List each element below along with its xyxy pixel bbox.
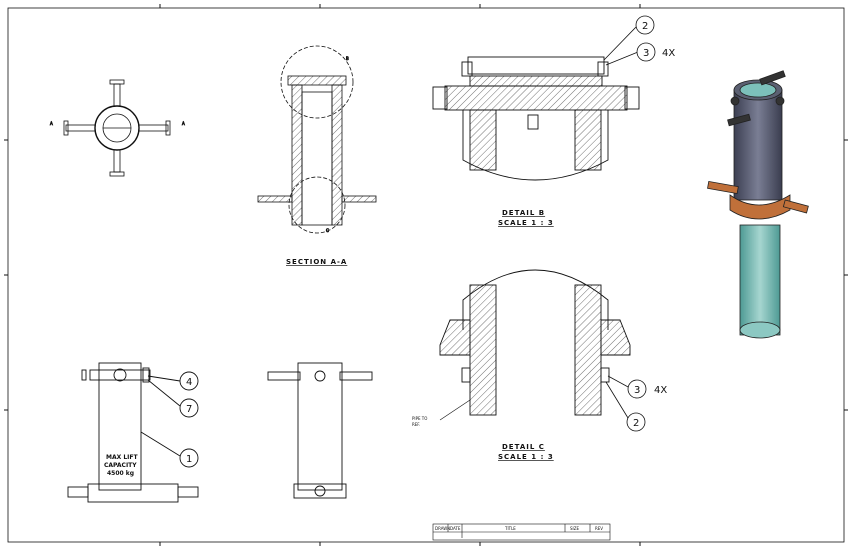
title-block xyxy=(432,523,611,541)
title-block-rev: REV xyxy=(595,526,603,531)
balloon-2-detail-b: 2 xyxy=(642,21,648,32)
balloons-detail-b xyxy=(603,15,656,66)
section-a-a-label: SECTION A-A xyxy=(286,258,347,266)
balloon-4: 4 xyxy=(186,377,192,388)
capacity-line-1: MAX LIFT xyxy=(106,454,138,461)
balloon-7: 7 xyxy=(186,404,192,415)
balloons-detail-c xyxy=(605,375,647,432)
title-block-date: DATE xyxy=(450,526,461,531)
capacity-line-3: 4500 kg xyxy=(107,470,134,477)
capacity-line-2: CAPACITY xyxy=(104,462,137,469)
section-marker-right: A xyxy=(182,121,185,126)
title-block-drawn: DRAWN xyxy=(435,526,450,531)
detail-c-title: DETAIL C xyxy=(502,443,545,451)
side-view xyxy=(267,362,373,499)
section-marker-left: A xyxy=(50,121,53,126)
detail-c-note-1: PIPE TO xyxy=(412,416,427,421)
detail-b-title: DETAIL B xyxy=(502,209,545,217)
top-view: A A xyxy=(50,79,185,177)
detail-c-scale: SCALE 1 : 3 xyxy=(498,453,554,461)
qty-detail-c: 4X xyxy=(654,385,667,396)
balloon-3-detail-c: 3 xyxy=(634,385,640,396)
balloon-1: 1 xyxy=(186,454,192,465)
detail-c-note-2: REF. xyxy=(412,422,420,427)
detail-c-view xyxy=(439,269,631,421)
title-block-title: TITLE xyxy=(504,526,516,531)
balloon-3-detail-b: 3 xyxy=(643,48,649,59)
balloon-2-detail-c: 2 xyxy=(633,418,639,429)
detail-marker-b: B xyxy=(346,56,349,61)
title-block-size: SIZE xyxy=(570,526,579,531)
qty-detail-b: 4X xyxy=(662,48,675,59)
sheet-border xyxy=(4,4,848,546)
section-a-a-view: B C xyxy=(257,45,377,234)
front-view xyxy=(67,362,199,503)
detail-b-view xyxy=(432,56,640,181)
detail-b-scale: SCALE 1 : 3 xyxy=(498,219,554,227)
isometric-3d-view xyxy=(707,70,809,339)
detail-marker-c: C xyxy=(326,228,329,233)
